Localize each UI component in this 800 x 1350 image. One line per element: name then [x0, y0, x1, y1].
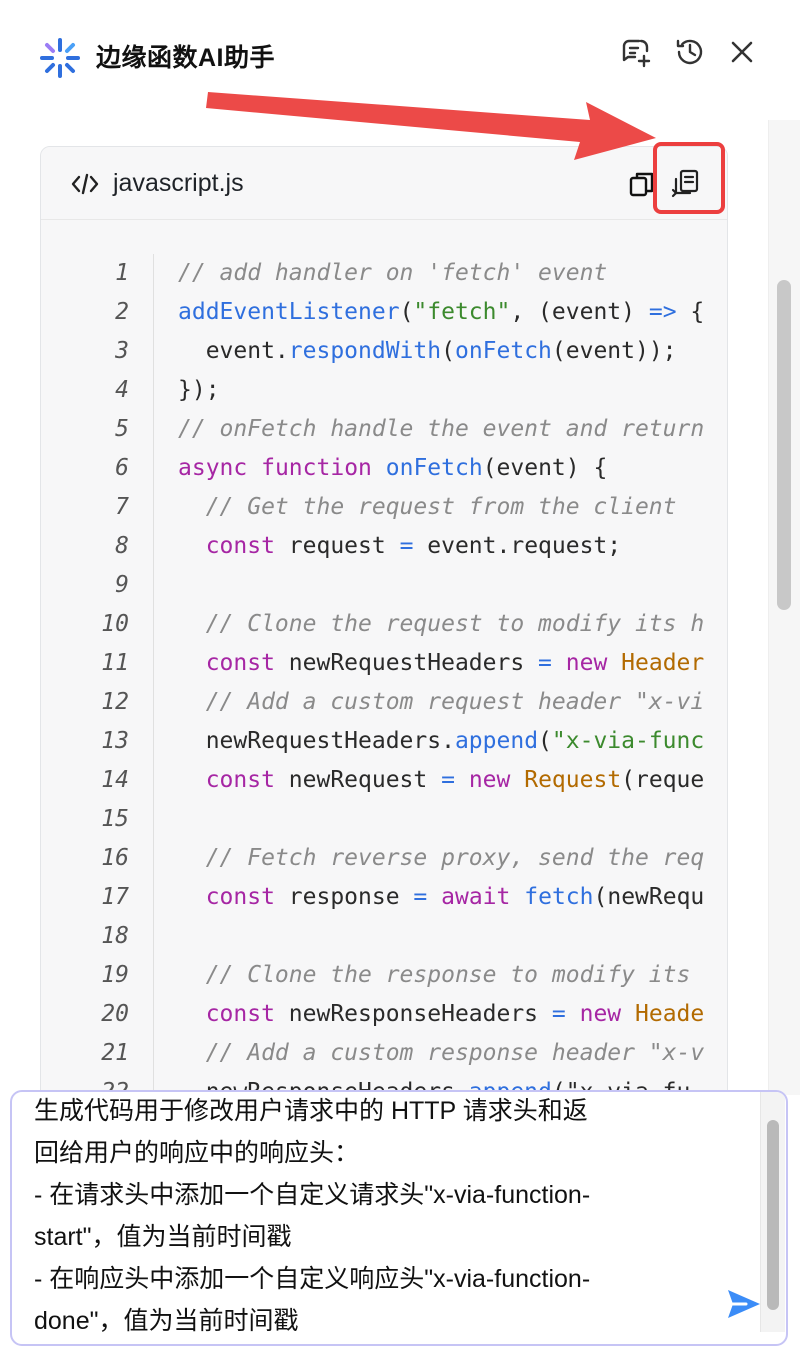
code-line: 15 — [41, 800, 727, 839]
code-line: 21 // Add a custom response header "x-v — [41, 1034, 727, 1073]
new-chat-icon — [622, 39, 651, 68]
send-icon[interactable] — [724, 1284, 764, 1324]
code-text: // Add a custom response header "x-v — [178, 1040, 705, 1066]
code-line: 6 async function onFetch(event) { — [41, 449, 727, 488]
code-line: 11 const newRequestHeaders = new Header — [41, 644, 727, 683]
prompt-input[interactable]: 生成代码用于修改用户请求中的 HTTP 请求头和返 回给用户的响应中的响应头： … — [34, 1097, 591, 1335]
line-number: 19 — [101, 962, 129, 988]
line-number: 21 — [101, 1040, 129, 1066]
code-text: }); — [178, 377, 220, 403]
code-line: 9 — [41, 566, 727, 605]
code-text: // Add a custom request header "x-vi — [178, 689, 705, 715]
code-text: const newRequestHeaders = new Header — [178, 650, 705, 676]
line-number: 1 — [115, 260, 129, 286]
line-number: 15 — [101, 806, 129, 832]
line-number: 20 — [101, 1001, 129, 1027]
line-number: 2 — [115, 299, 129, 325]
code-text: addEventListener("fetch", (event) => { — [178, 299, 705, 325]
code-block: javascript.js 1 // add handler on 'fetch'… — [40, 146, 728, 1148]
line-number: 4 — [115, 377, 129, 403]
code-line: 20 const newResponseHeaders = new Heade — [41, 995, 727, 1034]
line-number: 12 — [101, 689, 129, 715]
close-icon — [731, 41, 753, 63]
code-line: 5 // onFetch handle the event and return — [41, 410, 727, 449]
history-icon — [676, 39, 703, 65]
input-scrollbar[interactable] — [760, 1092, 785, 1332]
code-block-header: javascript.js — [41, 147, 727, 220]
new-chat-button[interactable] — [616, 32, 656, 72]
code-line: 17 const response = await fetch(newRequ — [41, 878, 727, 917]
code-text: // add handler on 'fetch' event — [178, 260, 608, 286]
code-text: const newRequest = new Request(reque — [178, 767, 705, 793]
page-scrollbar[interactable] — [768, 120, 800, 1095]
code-text: event.respondWith(onFetch(event)); — [178, 338, 677, 364]
page-scrollbar-thumb[interactable] — [777, 280, 791, 610]
code-line: 1 // add handler on 'fetch' event — [41, 254, 727, 293]
prompt-input-box[interactable]: 生成代码用于修改用户请求中的 HTTP 请求头和返 回给用户的响应中的响应头： … — [10, 1090, 788, 1346]
code-text: const newResponseHeaders = new Heade — [178, 1001, 705, 1027]
header: 边缘函数AI助手 — [0, 0, 800, 100]
code-line: 7 // Get the request from the client — [41, 488, 727, 527]
code-line: 3 event.respondWith(onFetch(event)); — [41, 332, 727, 371]
line-number: 6 — [115, 455, 129, 481]
code-icon — [71, 173, 99, 195]
code-text: // Fetch reverse proxy, send the req — [178, 845, 705, 871]
code-text: // Clone the response to modify its — [178, 962, 691, 988]
app-title: 边缘函数AI助手 — [96, 44, 276, 72]
line-number: 14 — [101, 767, 129, 793]
line-number: 5 — [115, 416, 129, 442]
code-line: 10 // Clone the request to modify its h — [41, 605, 727, 644]
input-scrollbar-thumb[interactable] — [767, 1120, 779, 1310]
code-text: const response = await fetch(newRequ — [178, 884, 705, 910]
line-number: 16 — [101, 845, 129, 871]
code-line: 4}); — [41, 371, 727, 410]
line-number: 18 — [101, 923, 129, 949]
insert-code-icon[interactable] — [667, 167, 703, 201]
code-filename: javascript.js — [113, 169, 244, 197]
close-button[interactable] — [722, 32, 762, 72]
code-text: // Get the request from the client — [178, 494, 677, 520]
code-text: // onFetch handle the event and return — [178, 416, 705, 442]
copy-icon[interactable] — [627, 169, 657, 199]
line-number: 3 — [115, 338, 129, 364]
code-text: const request = event.request; — [178, 533, 622, 559]
code-content: 1 // add handler on 'fetch' event 2 addEven… — [41, 220, 727, 1147]
code-line: 16 // Fetch reverse proxy, send the req — [41, 839, 727, 878]
line-number: 10 — [101, 611, 129, 637]
code-text: async function onFetch(event) { — [178, 455, 608, 481]
code-line: 8 const request = event.request; — [41, 527, 727, 566]
app-logo-icon — [40, 38, 80, 78]
code-line: 2 addEventListener("fetch", (event) => { — [41, 293, 727, 332]
line-number: 8 — [115, 533, 129, 559]
annotation-highlight-box — [653, 142, 725, 214]
line-number: 11 — [101, 650, 129, 676]
line-number: 9 — [115, 572, 129, 598]
code-line: 18 — [41, 917, 727, 956]
code-line: 13 newRequestHeaders.append("x-via-func — [41, 722, 727, 761]
code-text: // Clone the request to modify its h — [178, 611, 705, 637]
code-text: newRequestHeaders.append("x-via-func — [178, 728, 705, 754]
history-button[interactable] — [670, 32, 710, 72]
line-number: 7 — [115, 494, 129, 520]
code-line: 14 const newRequest = new Request(reque — [41, 761, 727, 800]
code-line: 19 // Clone the response to modify its — [41, 956, 727, 995]
gutter-divider — [153, 254, 154, 1147]
line-number: 17 — [101, 884, 129, 910]
line-number: 13 — [101, 728, 129, 754]
code-line: 12 // Add a custom request header "x-vi — [41, 683, 727, 722]
